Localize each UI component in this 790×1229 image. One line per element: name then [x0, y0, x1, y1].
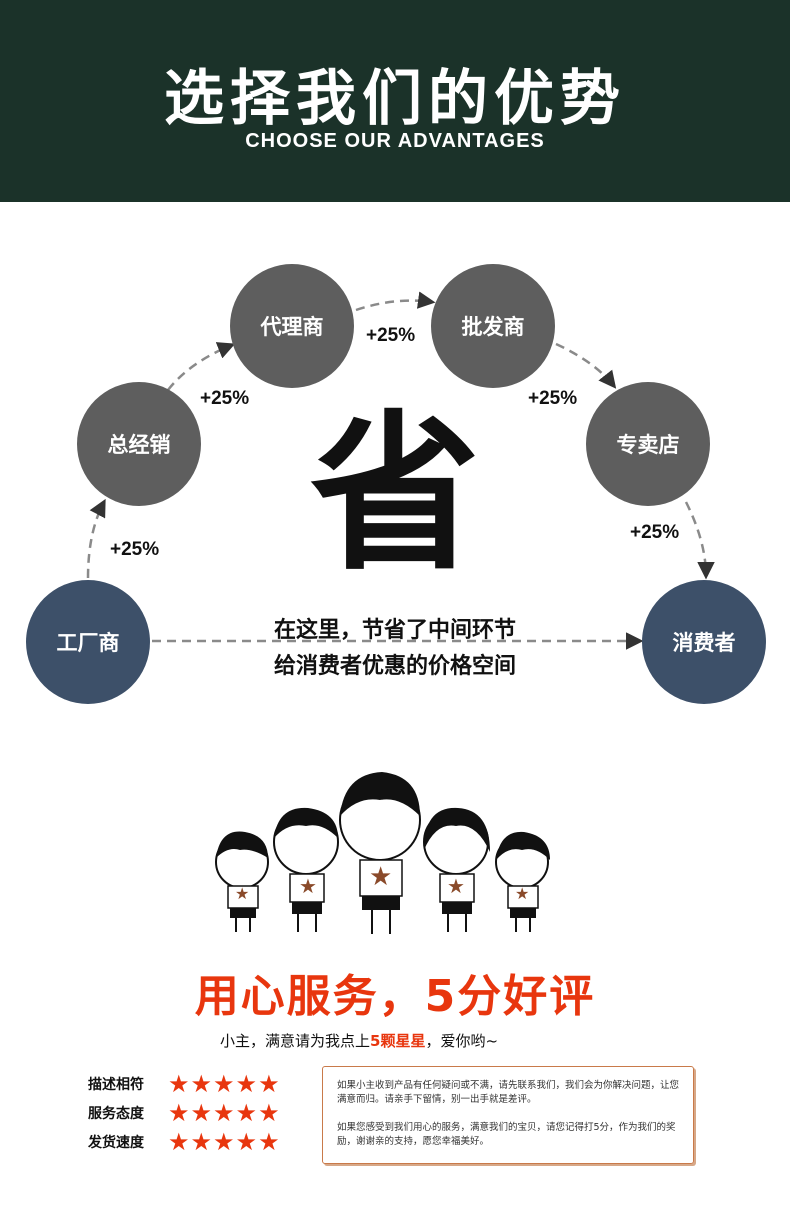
supply-chain-diagram: 工厂商 总经销 代理商 批发商 专卖店 消费者 +25% +25% +25% +…: [0, 202, 790, 722]
arrow-store-consumer: [684, 501, 715, 580]
arrow-agent-wholesaler: [355, 291, 436, 312]
kid-figure: [339, 772, 421, 934]
arrow-factory-distributor: [86, 498, 106, 579]
page-subtitle: CHOOSE OUR ADVANTAGES: [245, 130, 545, 152]
node-wholesaler: 批发商: [431, 264, 555, 388]
node-consumer: 消费者: [642, 580, 766, 704]
rating-row: 发货速度 ★★★★★: [88, 1128, 281, 1156]
markup-label: +25%: [366, 325, 416, 346]
star-rating-icon: ★★★★★: [168, 1099, 281, 1127]
node-agent: 代理商: [230, 264, 354, 388]
rating-label: 发货速度: [88, 1135, 144, 1151]
rating-label: 描述相符: [88, 1077, 144, 1093]
rating-request: 小主，满意请为我点上5颗星星，爱你哟~: [220, 1030, 498, 1051]
arrow-wholesaler-store: [555, 342, 617, 389]
rating-request-prefix: 小主，满意请为我点上: [220, 1032, 371, 1050]
kid-figure: [423, 807, 490, 932]
flow-arrows: [86, 291, 715, 650]
star-icon: ★: [299, 874, 317, 898]
star-icon: ★: [515, 884, 530, 903]
rating-request-suffix: ，爱你哟~: [425, 1032, 499, 1050]
feedback-note-box: 如果小主收到产品有任何疑问或不满，请先联系我们，我们会为你解决问题，让您满意而归…: [322, 1066, 694, 1164]
markup-label: +25%: [110, 539, 160, 560]
kid-figure: [215, 831, 269, 932]
markup-label: +25%: [200, 388, 250, 409]
kid-figure: [495, 831, 550, 932]
service-slogan: 用心服务，5分好评: [194, 971, 596, 1022]
kid-figure: [273, 807, 339, 932]
note-paragraph: 如果小主收到产品有任何疑问或不满，请先联系我们，我们会为你解决问题，让您满意而归…: [337, 1080, 680, 1105]
save-character: 省: [309, 394, 480, 594]
header-banner: 选择我们的优势 CHOOSE OUR ADVANTAGES: [0, 0, 790, 202]
star-icon: ★: [235, 884, 250, 903]
node-distributor: 总经销: [77, 382, 201, 506]
message-line-2: 给消费者优惠的价格空间: [273, 654, 516, 679]
rating-request-highlight: 5颗星星: [370, 1032, 426, 1050]
page-title: 选择我们的优势: [164, 64, 626, 134]
star-icon: ★: [369, 862, 393, 892]
note-paragraph: 如果您感受到我们用心的服务，满意我们的宝贝，请您记得打5分，作为我们的奖励，谢谢…: [337, 1122, 676, 1147]
rating-label: 服务态度: [88, 1106, 144, 1122]
markup-label: +25%: [528, 388, 578, 409]
message-line-1: 在这里，节省了中间环节: [273, 618, 516, 643]
star-rating-icon: ★★★★★: [168, 1070, 281, 1098]
node-store: 专卖店: [586, 382, 710, 506]
node-factory: 工厂商: [26, 580, 150, 704]
arrow-distributor-agent: [167, 342, 236, 391]
rating-row: 描述相符 ★★★★★: [88, 1070, 281, 1098]
star-rating-icon: ★★★★★: [168, 1128, 281, 1156]
rating-row: 服务态度 ★★★★★: [88, 1099, 281, 1127]
markup-label: +25%: [630, 522, 680, 543]
star-icon: ★: [447, 874, 465, 898]
